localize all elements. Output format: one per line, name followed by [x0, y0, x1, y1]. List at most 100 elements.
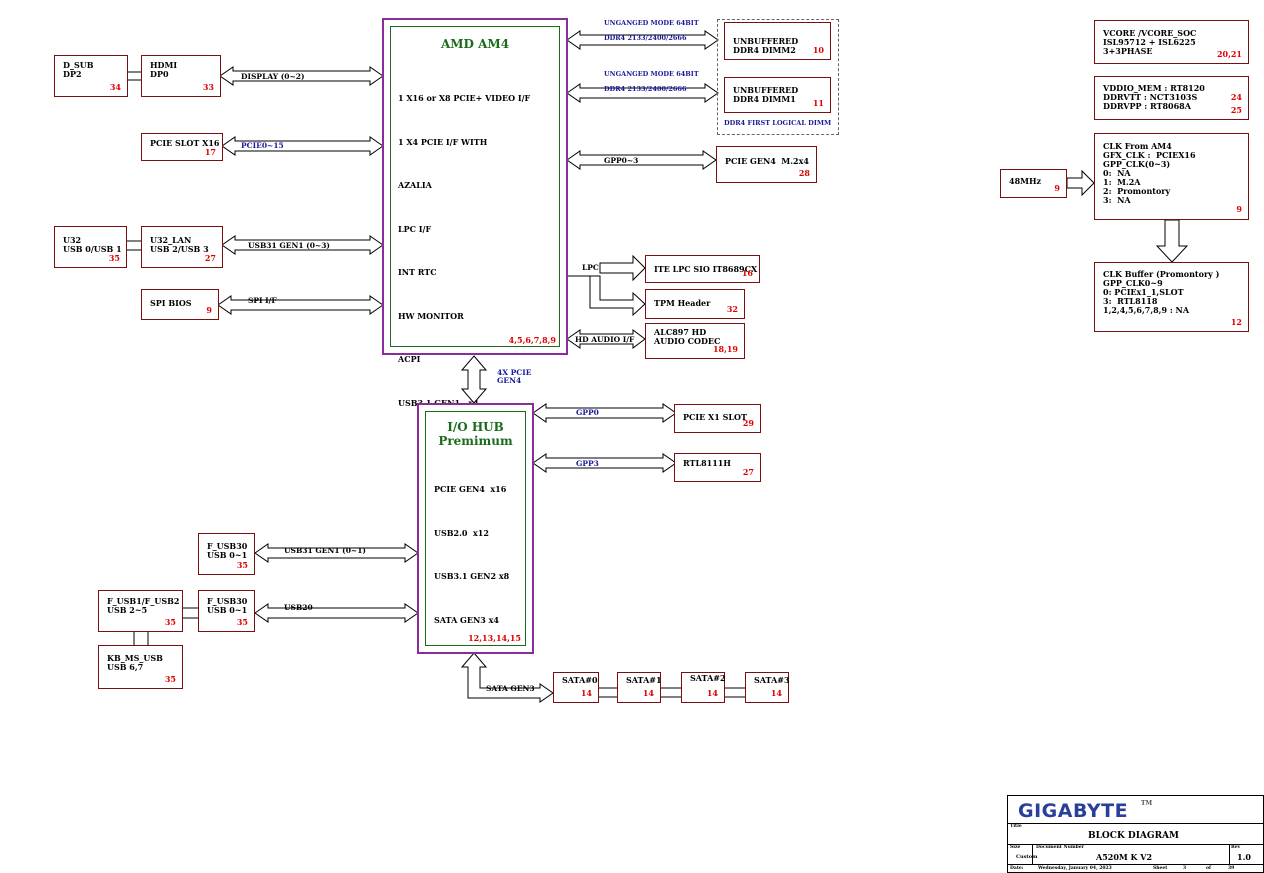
- page-ref: 29: [742, 418, 754, 428]
- tb-sheet-label: Sheet: [1153, 866, 1168, 871]
- clk-osc-arrow: [1066, 169, 1095, 197]
- hub-feature: USB2.0 x12: [434, 527, 489, 538]
- unganged-label-1: UNGANGED MODE 64BIT: [604, 19, 699, 27]
- usb31-gen1-0-3-label: USB31 GEN1 (0~3): [248, 241, 330, 250]
- hub-title: I/O HUB: [447, 420, 504, 434]
- page-ref: 17: [204, 147, 216, 157]
- dimm-logical-group: [717, 19, 839, 135]
- rtl8111h-box: RTL8111H 27: [674, 453, 761, 482]
- tb-docnum: A520M K V2: [1096, 852, 1153, 862]
- box-label: RTL8111H: [683, 458, 731, 468]
- page-ref: 12: [1230, 317, 1242, 327]
- page-ref: 27: [742, 467, 754, 477]
- gpp3-label: GPP3: [576, 459, 599, 468]
- tb-rev: 1.0: [1237, 852, 1251, 862]
- page-ref: 9: [1054, 183, 1060, 193]
- io-hub-premium: I/O HUB Premimum PCIE GEN4 x16 USB2.0 x1…: [417, 403, 534, 654]
- pcie0-15-label: PCIE0~15: [241, 141, 284, 150]
- ddr4-bus-dimm1-arrow: [566, 83, 719, 103]
- gpp3-bus-arrow: [532, 453, 677, 473]
- vcore-box: VCORE /VCORE_SOC ISL95712 + ISL6225 3+3P…: [1094, 20, 1249, 64]
- box-label: 48MHz: [1009, 176, 1042, 186]
- box-label: SATA#0: [562, 675, 598, 685]
- page-ref: 14: [770, 688, 782, 698]
- gpp0-3-bus-arrow: [566, 150, 717, 170]
- page-ref: 28: [798, 168, 810, 178]
- page-ref: 25: [1230, 105, 1242, 115]
- page-ref: 32: [726, 304, 738, 314]
- lpc-ite-arrow: [599, 254, 646, 282]
- page-ref: 20,21: [1216, 49, 1242, 59]
- page-ref: 24: [1230, 92, 1242, 102]
- box-label: KB_MS_USB USB 6,7: [107, 653, 163, 672]
- usb20-bus-arrow: [254, 603, 419, 623]
- page-ref: 9: [206, 305, 212, 315]
- box-label: U32 USB 0/USB 1: [63, 235, 122, 254]
- tb-title: BLOCK DIAGRAM: [1088, 831, 1180, 841]
- clk-buffer-box: CLK Buffer (Promontory ) GPP_CLK0~9 0: P…: [1094, 262, 1249, 332]
- cpu-feature: LPC I/F: [398, 223, 432, 234]
- tb-size-label: Size: [1010, 845, 1021, 850]
- page-ref: 35: [236, 617, 248, 627]
- lpc-tpm-arrow: [589, 275, 646, 317]
- tb-sheet: 3: [1183, 866, 1187, 871]
- cpu-title: AMD AM4: [440, 37, 510, 51]
- page-ref: 14: [642, 688, 654, 698]
- page-ref: 35: [108, 253, 120, 263]
- tb-rev-label: Rev: [1231, 845, 1241, 850]
- ddr-speed-label-1: DDR4 2133/2400/2666: [604, 34, 687, 42]
- tb-divider: [1008, 823, 1263, 824]
- box-label: HDMI DP0: [150, 60, 178, 79]
- tb-divider: [1008, 864, 1263, 865]
- box-label: UNBUFFERED DDR4 DIMM2: [733, 36, 799, 55]
- tb-date-label: Date:: [1010, 866, 1024, 871]
- sata0-box: SATA#0 14: [553, 672, 599, 703]
- box-label: F_USB30 USB 0~1: [207, 541, 248, 560]
- box-label: VDDIO_MEM : RT8120 DDRVTT : NCT3103S DDR…: [1103, 83, 1205, 111]
- sata1-box: SATA#1 14: [617, 672, 662, 703]
- box-label: ALC897 HD AUDIO CODEC: [654, 327, 721, 346]
- box-label: SATA#3: [754, 675, 790, 685]
- page-ref: 35: [236, 560, 248, 570]
- display-label: DISPLAY (0~2): [241, 72, 305, 81]
- dimm-group-label: DDR4 FIRST LOGICAL DIMM: [724, 119, 832, 127]
- pcie4x-gen4-label: 4X PCIE GEN4: [497, 368, 532, 385]
- page-ref: 9: [1236, 204, 1242, 214]
- cpu-feature: AZALIA: [398, 180, 432, 190]
- hub-feature: PCIE GEN4 x16: [434, 484, 507, 494]
- cpu-feature-list: 1 X16 or X8 PCIE+ VIDEO I/F 1 X4 PCIE I/…: [398, 62, 530, 439]
- gpp0-label: GPP0: [576, 408, 599, 417]
- hd-audio-label: HD AUDIO I/F: [575, 335, 635, 344]
- box-label: SATA#1: [626, 675, 662, 685]
- page-ref: 10: [812, 45, 824, 55]
- cpu-feature: USB3.1 GEN1 x4: [398, 397, 479, 408]
- cpu-inner-frame: [390, 26, 560, 347]
- page-ref: 14: [580, 688, 592, 698]
- hub-inner-frame: [425, 411, 526, 646]
- tb-vdivider: [1229, 844, 1230, 864]
- page-ref: 11: [812, 98, 824, 108]
- cpu-feature: 1 X16 or X8 PCIE+ VIDEO I/F: [398, 93, 531, 103]
- ddr4-dimm2-box: UNBUFFERED DDR4 DIMM2 10: [724, 22, 831, 60]
- cpu-amd-am4: AMD AM4 1 X16 or X8 PCIE+ VIDEO I/F 1 X4…: [382, 18, 568, 408]
- box-label: PCIE GEN4 M.2x4: [725, 156, 809, 166]
- tb-size: Custom: [1016, 854, 1038, 860]
- cpu-feature: 1 X4 PCIE I/F WITH: [398, 136, 488, 147]
- ddr4-bus-dimm2-arrow: [566, 30, 719, 50]
- cpu-page-ref: 4,5,6,7,8,9: [508, 335, 556, 345]
- cpu-feature: HW MONITOR: [398, 310, 464, 321]
- hub-subtitle: Premimum: [438, 434, 513, 448]
- page-ref: 34: [109, 82, 121, 92]
- tb-title-label: Title: [1010, 824, 1022, 829]
